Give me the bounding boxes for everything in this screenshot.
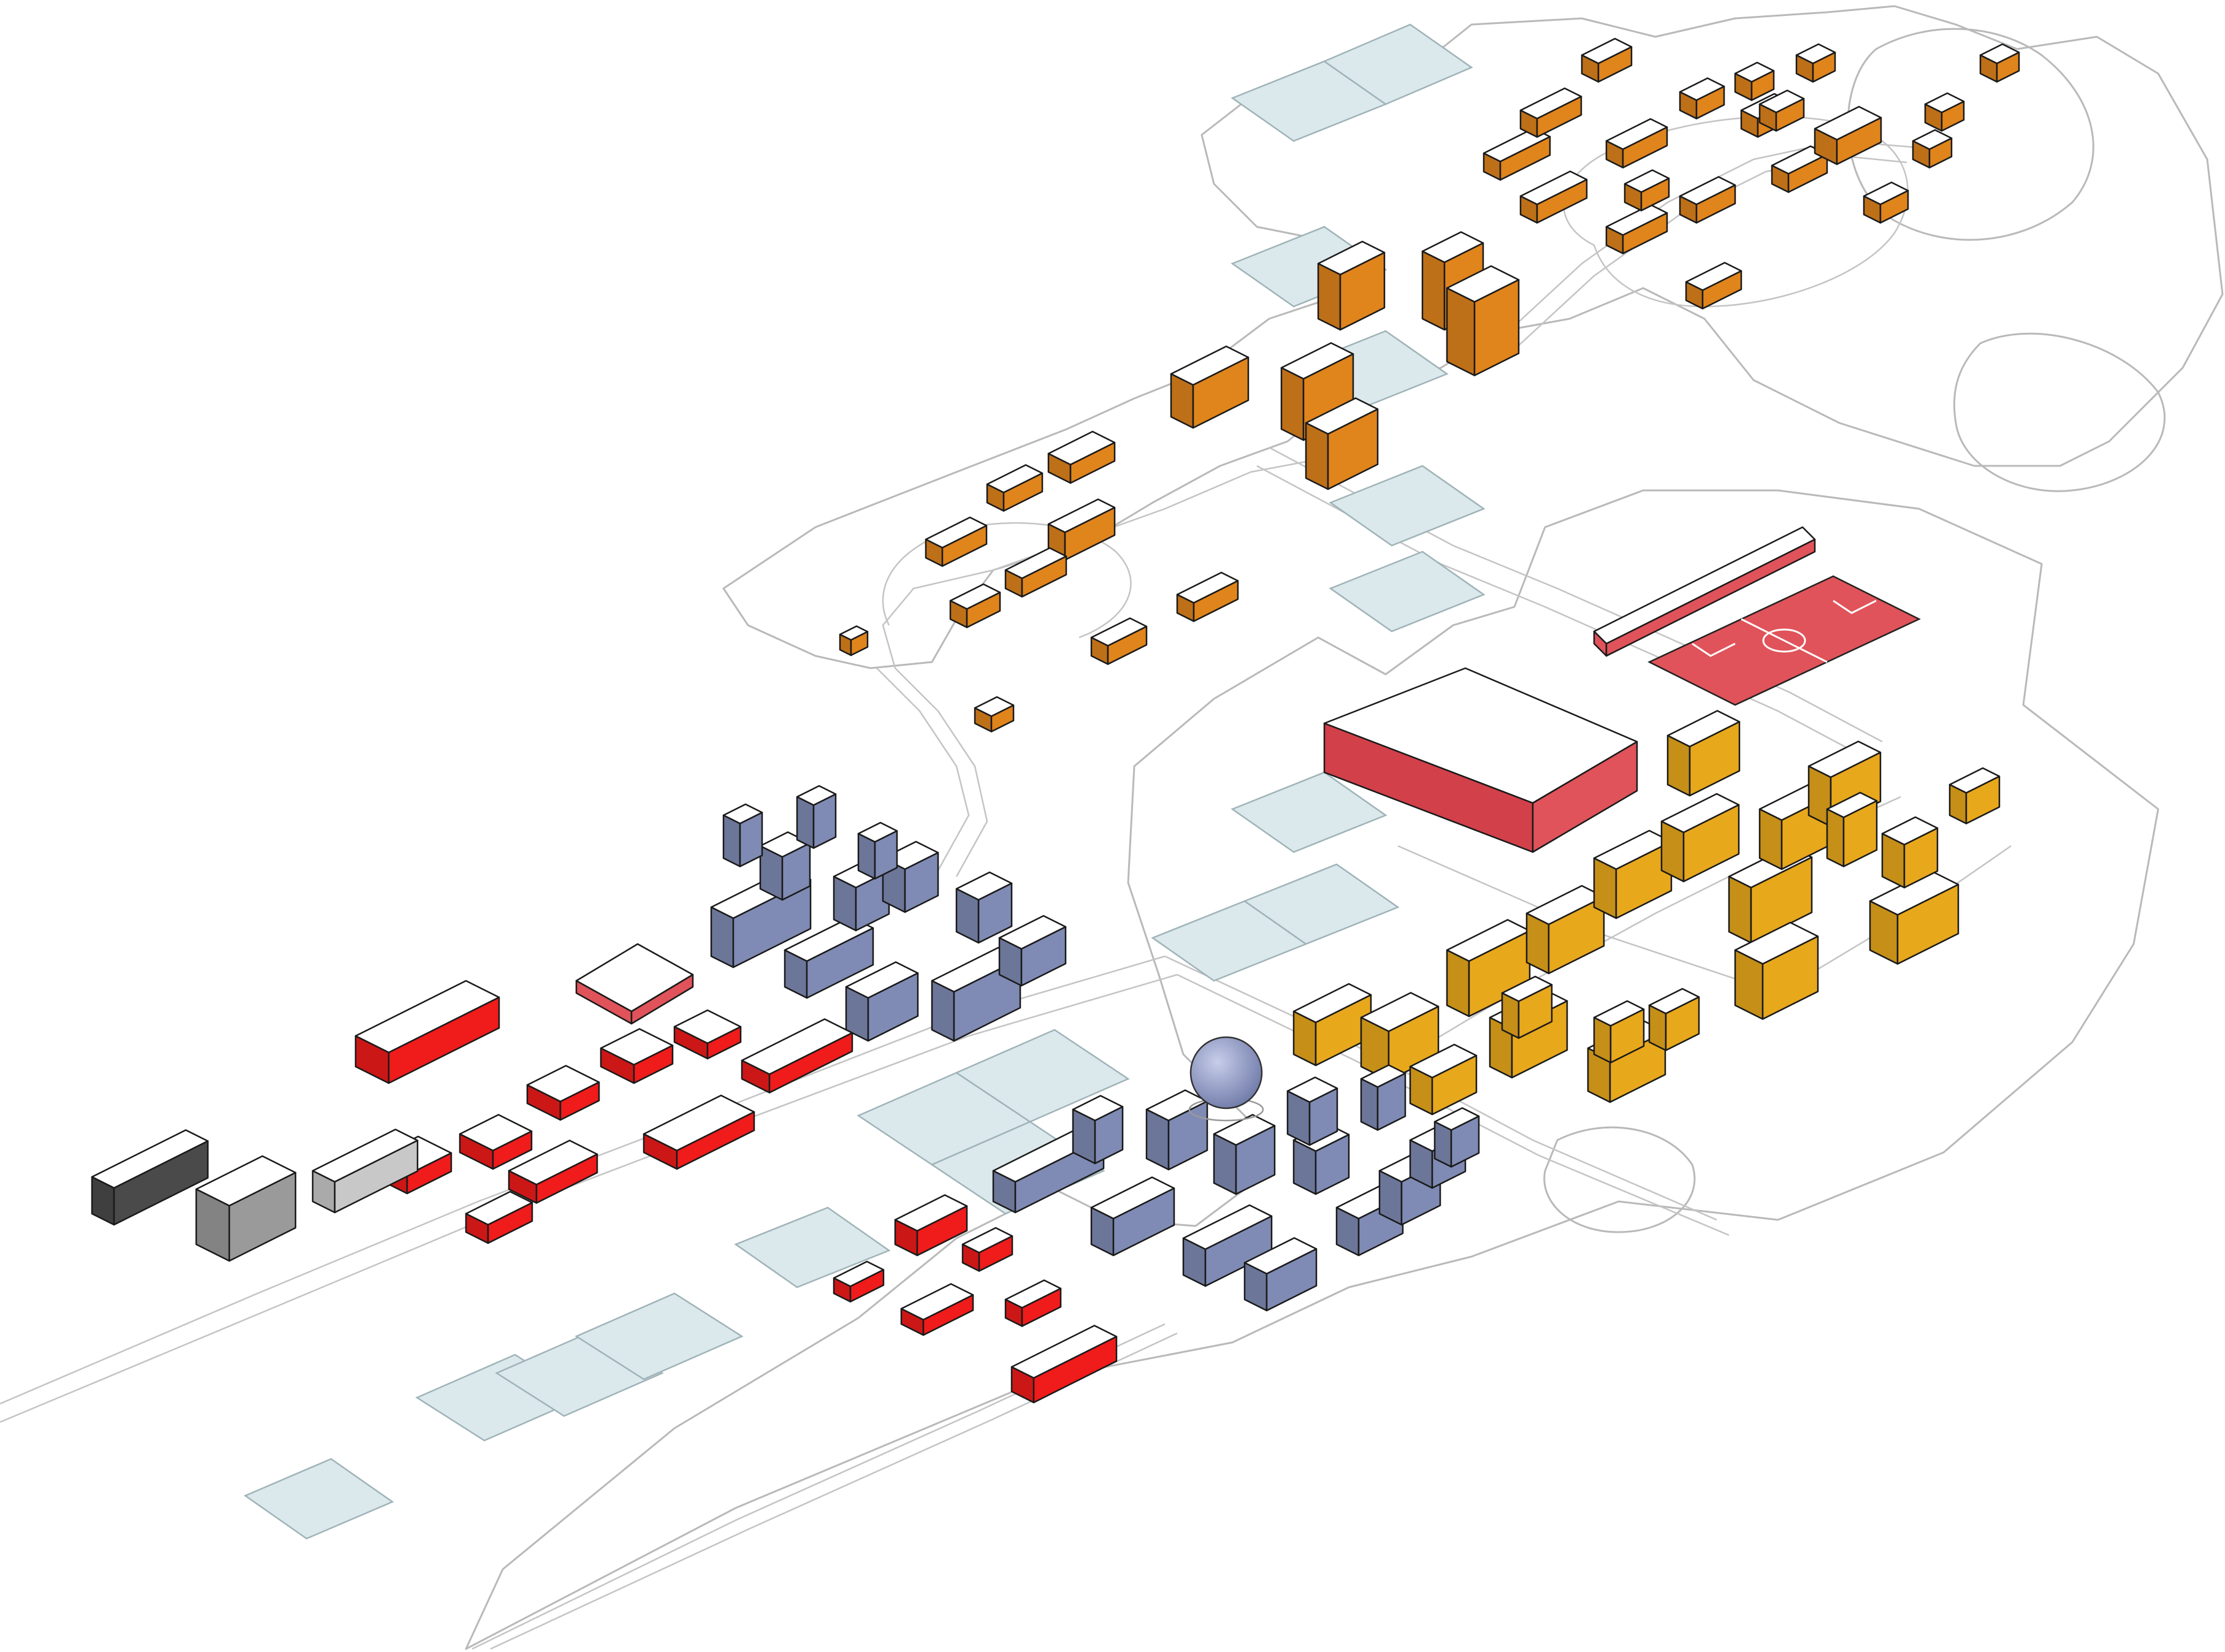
field-north-5 (1329, 465, 1486, 547)
science-building-25 (1360, 1064, 1406, 1131)
academic-building-6 (1525, 885, 1605, 975)
residential-building-10 (1047, 498, 1116, 561)
industrial-building-1 (354, 980, 500, 1084)
sports-zone (575, 526, 1921, 1025)
residential-building-11 (1004, 547, 1067, 598)
industrial-building-6 (673, 1009, 742, 1060)
academic-building-8 (1660, 793, 1740, 883)
academic-building-21 (1948, 767, 2001, 824)
industrial-building-9 (741, 1018, 853, 1094)
residential-building-35 (1758, 89, 1805, 132)
industrial-building-11 (894, 1194, 968, 1257)
academic-building-18 (1593, 1000, 1645, 1064)
academic-building-15 (1869, 870, 1960, 965)
industrial-building-4 (526, 1065, 600, 1121)
building-layer (91, 37, 2020, 1404)
residential-building-25 (1814, 105, 1882, 166)
residential-building-14 (1090, 617, 1148, 665)
field-north-6 (1329, 550, 1486, 633)
residential-building-17 (1483, 128, 1551, 181)
industrial-building-15 (1010, 1325, 1118, 1404)
academic-building-20 (1648, 988, 1700, 1051)
science-building-20 (1213, 1114, 1276, 1195)
science-building-3 (845, 961, 919, 1042)
science-building-14 (1090, 1176, 1175, 1257)
residential-building-12 (1176, 571, 1239, 622)
field-center-5 (955, 1029, 1130, 1123)
academic-building-17 (1826, 791, 1878, 867)
residential-building-22 (1519, 87, 1582, 138)
academic-building-11 (1734, 921, 1819, 1020)
residential-building-15 (974, 696, 1015, 733)
science-building-12 (857, 821, 898, 880)
sports-hall-west (575, 943, 694, 1025)
industrial-building-14 (1004, 1279, 1062, 1327)
academic-building-19 (1501, 975, 1553, 1039)
residential-building-6 (1170, 345, 1250, 429)
academic-building-1 (1292, 983, 1372, 1067)
residential-building-24 (1771, 145, 1828, 193)
residential-building-1 (1317, 240, 1386, 331)
industrial-building-3 (459, 1114, 533, 1170)
residential-building-9 (925, 516, 988, 567)
academic-building-2 (1360, 992, 1440, 1081)
residential-building-32 (1979, 43, 2020, 83)
residential-building-19 (1605, 204, 1668, 254)
residential-building-7 (1047, 430, 1116, 484)
science-building-24 (1286, 1076, 1338, 1146)
science-building-5 (998, 915, 1067, 987)
industrial-building-16 (961, 1227, 1013, 1272)
science-building-10 (796, 785, 837, 849)
residential-building-28 (1863, 181, 1909, 224)
support-building-grey-1 (195, 1155, 297, 1262)
residential-building-3 (1446, 265, 1520, 376)
industrial-building-8 (643, 1094, 755, 1170)
industrial-building-5 (600, 1028, 674, 1084)
field-center-3 (1243, 863, 1400, 945)
residential-building-5 (1305, 397, 1379, 490)
residential-building-16 (839, 625, 869, 657)
residential-building-31 (1734, 61, 1775, 101)
football-pitch (1647, 575, 1921, 706)
dome (1188, 1036, 1264, 1122)
academic-building-16 (1881, 816, 1939, 889)
residential-building-30 (1795, 43, 1836, 83)
grandstand (1593, 526, 1816, 657)
residential-building-27 (1912, 129, 1953, 169)
industrial-building-12 (833, 1260, 885, 1303)
field-south-4 (243, 1458, 394, 1540)
arena-building (1323, 667, 1638, 853)
field-center-1 (1231, 771, 1387, 853)
field-south-3 (574, 1292, 744, 1380)
residential-building-13 (949, 583, 1001, 628)
science-building-19 (1145, 1089, 1208, 1171)
field-center-7 (734, 1206, 891, 1288)
science-building-9 (955, 871, 1013, 944)
residential-building-18 (1519, 170, 1588, 224)
residential-building-8 (986, 464, 1044, 512)
science-building-16 (1243, 1237, 1318, 1312)
industrial-building-13 (900, 1283, 974, 1336)
residential-building-34 (1679, 77, 1725, 120)
science-building-26 (1433, 1107, 1480, 1168)
field-north-2 (1322, 23, 1473, 105)
academic-building-12 (1666, 710, 1741, 797)
academic-building-3 (1409, 1043, 1478, 1116)
residential-building-20 (1605, 118, 1668, 169)
field-north-3 (1231, 226, 1387, 308)
industrial-building-10 (465, 1190, 533, 1244)
residential-building-29 (1685, 262, 1742, 310)
support-building-dark (91, 1129, 209, 1226)
support-building-grey-2 (311, 1129, 419, 1214)
residential-building-33 (1924, 92, 1965, 132)
industrial-building-7 (508, 1140, 598, 1204)
academic-building-7 (1593, 829, 1673, 919)
science-building-11 (722, 803, 763, 867)
residential-building-36 (1624, 169, 1670, 211)
residential-building-26 (1581, 37, 1633, 83)
residential-building-21 (1679, 176, 1736, 224)
science-building-23 (1072, 1095, 1124, 1165)
